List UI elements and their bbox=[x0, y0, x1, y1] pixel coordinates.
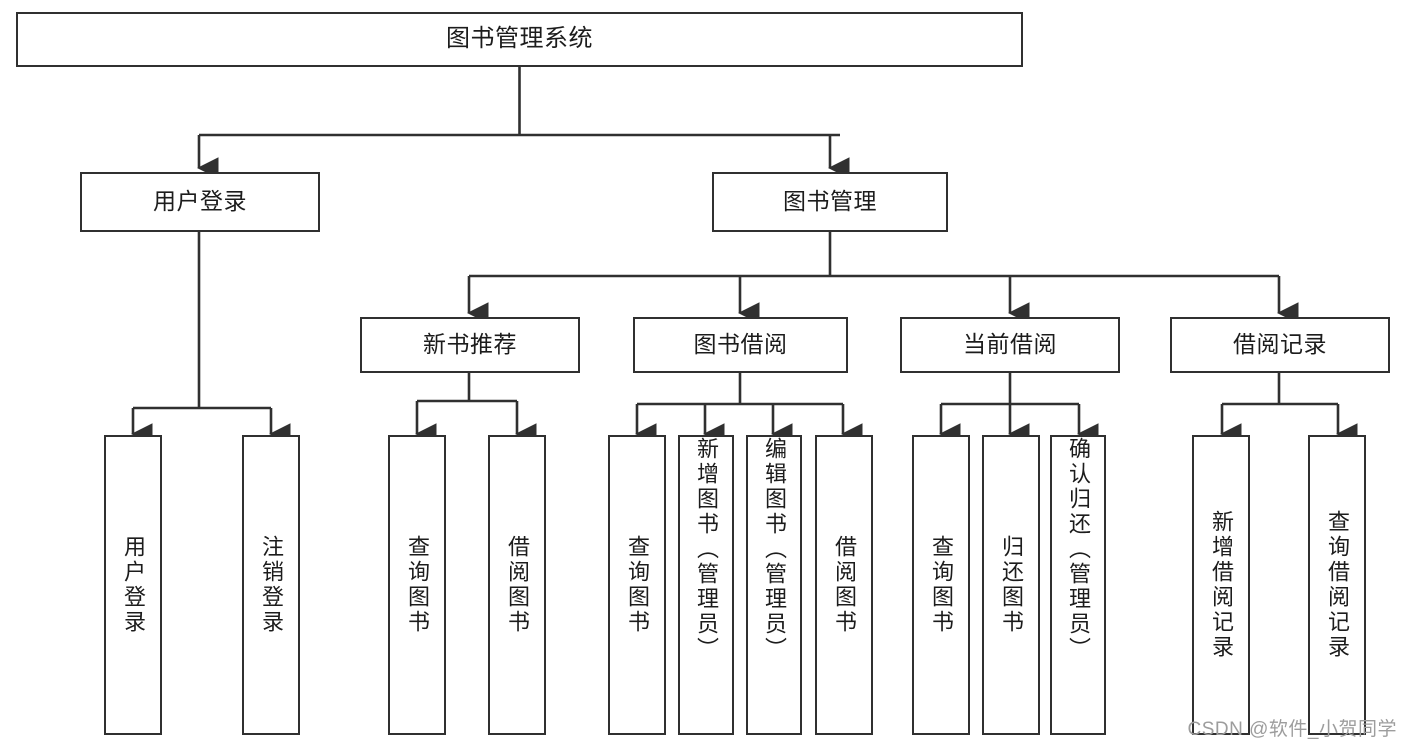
node-label: 新增图书（管理员） bbox=[694, 437, 719, 662]
leaf-borrow-book[interactable]: 借阅图书 bbox=[815, 435, 873, 735]
node-label: 图书管理系统 bbox=[446, 25, 593, 53]
node-label: 用户登录 bbox=[153, 188, 247, 215]
node-borrow-record[interactable]: 借阅记录 bbox=[1170, 317, 1390, 373]
node-label: 确认归还（管理员） bbox=[1066, 437, 1091, 662]
node-label: 借阅图书 bbox=[832, 535, 857, 635]
node-book-management[interactable]: 图书管理 bbox=[712, 172, 948, 232]
node-label: 查询借阅记录 bbox=[1325, 510, 1350, 660]
node-label: 用户登录 bbox=[121, 535, 146, 635]
node-label: 查询图书 bbox=[405, 535, 430, 635]
node-label: 查询图书 bbox=[929, 535, 954, 635]
node-label: 查询图书 bbox=[625, 535, 650, 635]
node-label: 当前借阅 bbox=[963, 331, 1057, 358]
leaf-logout[interactable]: 注销登录 bbox=[242, 435, 300, 735]
node-current-borrow[interactable]: 当前借阅 bbox=[900, 317, 1120, 373]
node-new-book-recommend[interactable]: 新书推荐 bbox=[360, 317, 580, 373]
node-label: 借阅图书 bbox=[505, 535, 530, 635]
watermark-text: CSDN @软件_小贺同学 bbox=[1187, 719, 1397, 740]
node-label: 图书管理 bbox=[783, 188, 877, 215]
leaf-edit-book-admin[interactable]: 编辑图书（管理员） bbox=[746, 435, 802, 735]
node-label: 图书借阅 bbox=[693, 331, 788, 358]
leaf-add-book-admin[interactable]: 新增图书（管理员） bbox=[678, 435, 734, 735]
leaf-borrow-book-rec[interactable]: 借阅图书 bbox=[488, 435, 546, 735]
node-label: 归还图书 bbox=[999, 535, 1024, 635]
node-label: 新书推荐 bbox=[423, 331, 517, 358]
leaf-return-book[interactable]: 归还图书 bbox=[982, 435, 1040, 735]
leaf-user-login[interactable]: 用户登录 bbox=[104, 435, 162, 735]
node-label: 借阅记录 bbox=[1233, 331, 1327, 358]
leaf-add-borrow-record[interactable]: 新增借阅记录 bbox=[1192, 435, 1250, 735]
leaf-confirm-return-admin[interactable]: 确认归还（管理员） bbox=[1050, 435, 1106, 735]
leaf-query-book-current[interactable]: 查询图书 bbox=[912, 435, 970, 735]
node-label: 注销登录 bbox=[259, 535, 284, 635]
node-book-borrow[interactable]: 图书借阅 bbox=[633, 317, 848, 373]
node-root-system[interactable]: 图书管理系统 bbox=[16, 12, 1023, 67]
leaf-query-book-borrow[interactable]: 查询图书 bbox=[608, 435, 666, 735]
leaf-query-book-rec[interactable]: 查询图书 bbox=[388, 435, 446, 735]
node-user-login[interactable]: 用户登录 bbox=[80, 172, 320, 232]
leaf-query-borrow-record[interactable]: 查询借阅记录 bbox=[1308, 435, 1366, 735]
node-label: 编辑图书（管理员） bbox=[762, 437, 787, 662]
node-label: 新增借阅记录 bbox=[1209, 510, 1234, 660]
